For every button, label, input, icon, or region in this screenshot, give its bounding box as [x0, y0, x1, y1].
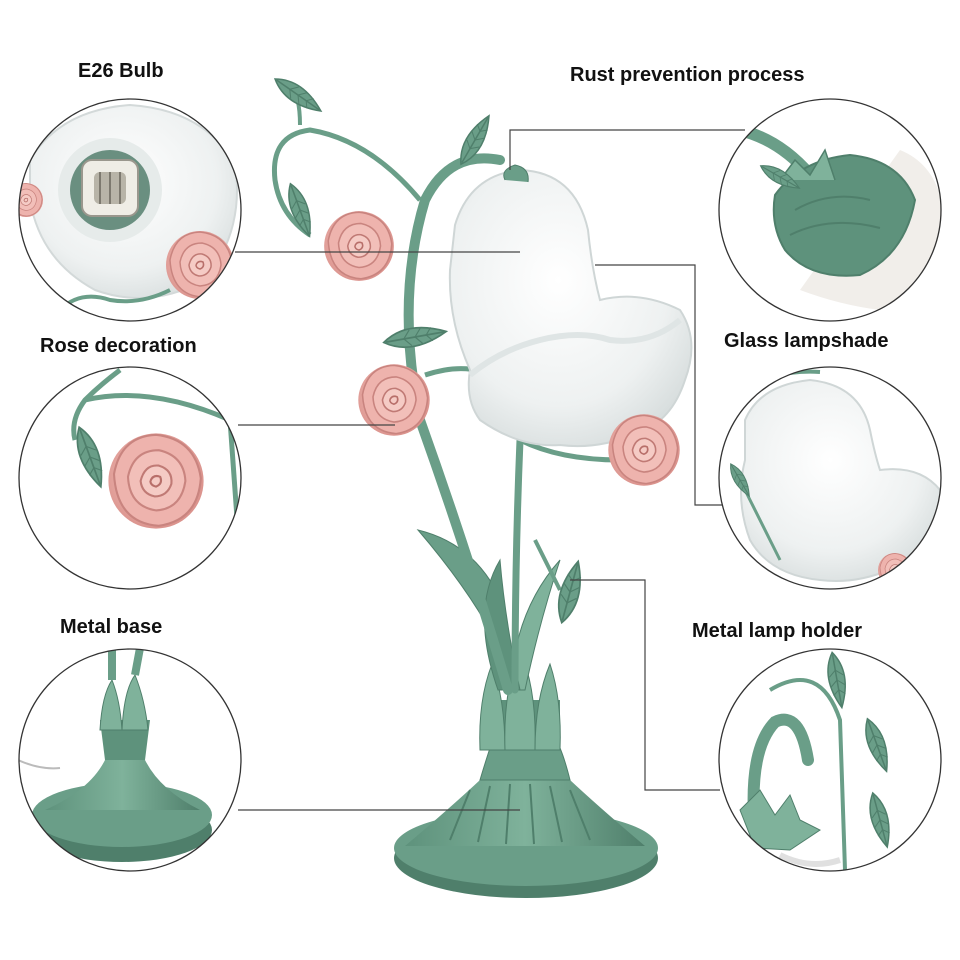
label-metal-base: Metal base: [60, 616, 163, 638]
detail-circle-rose: [18, 366, 242, 590]
rose-upper: [323, 210, 395, 282]
label-metal-lamp-holder: Metal lamp holder: [692, 620, 863, 642]
detail-circle-bulb: [18, 98, 242, 322]
leader-lines: [235, 129, 745, 811]
detail-circle-rust: [718, 98, 942, 322]
label-rose-decoration: Rose decoration: [40, 335, 197, 357]
label-rust-prevention: Rust prevention process: [570, 64, 805, 86]
detail-circle-holder: [718, 648, 942, 872]
detail-circle-shade: [718, 366, 942, 590]
lamp-main: [269, 71, 693, 898]
label-glass-lampshade: Glass lampshade: [724, 330, 889, 352]
rose-right: [607, 413, 681, 487]
glass-lampshade: [448, 164, 693, 448]
label-e26-bulb: E26 Bulb: [78, 60, 164, 82]
detail-circle-base: [18, 648, 242, 872]
